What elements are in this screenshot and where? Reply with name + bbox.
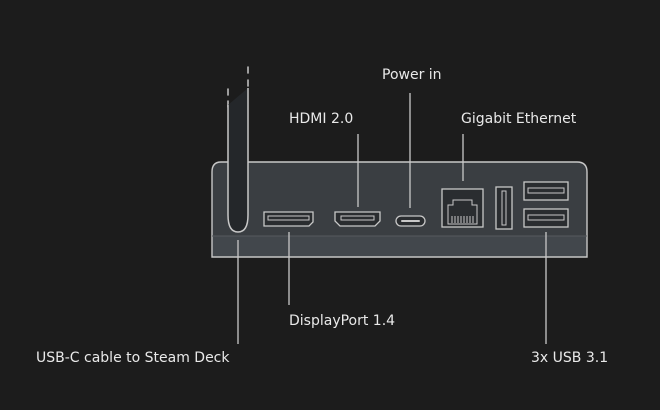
dock-lower-band bbox=[213, 236, 586, 256]
gigabit-ethernet-label: Gigabit Ethernet bbox=[461, 111, 577, 127]
hdmi-label: HDMI 2.0 bbox=[289, 111, 354, 127]
usb-c-cable-label: USB-C cable to Steam Deck bbox=[36, 350, 230, 366]
usb-port-bottom-icon bbox=[523, 208, 569, 228]
usb-port-top-icon bbox=[523, 181, 569, 201]
hdmi-port-icon bbox=[334, 211, 381, 227]
power-in-label: Power in bbox=[382, 67, 442, 83]
displayport-label: DisplayPort 1.4 bbox=[289, 313, 396, 329]
ethernet-port-icon bbox=[441, 188, 484, 228]
usb-c-cable bbox=[227, 88, 249, 233]
usb-port-vertical-icon bbox=[495, 186, 513, 230]
dock-body bbox=[211, 161, 588, 258]
usb-c-power-port-icon bbox=[395, 215, 426, 227]
usb-label: 3x USB 3.1 bbox=[531, 350, 609, 366]
displayport-port-icon bbox=[263, 211, 314, 227]
